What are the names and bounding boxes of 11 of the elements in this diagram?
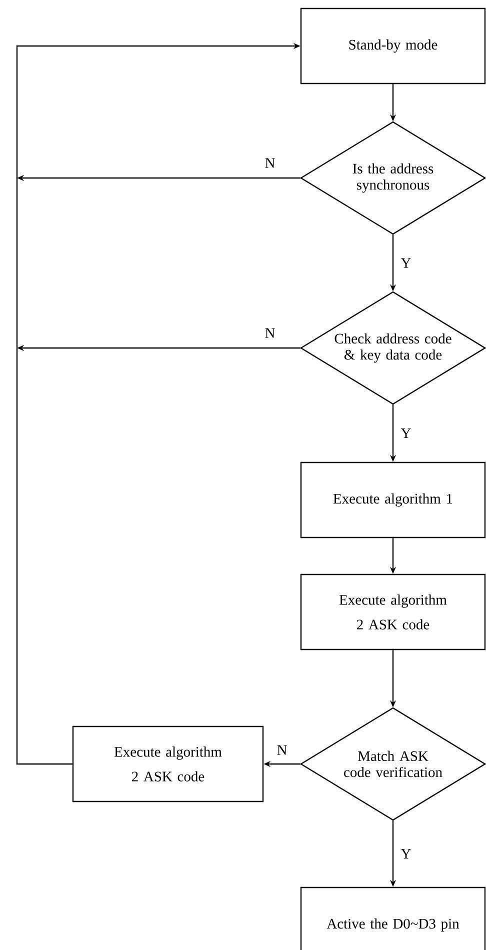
process-box: Active the D0~D3 pin [300,886,486,950]
process-box: Execute algorithm 2 ASK code [300,574,486,650]
edge-label: N [265,158,275,168]
edge-label: Y [400,848,411,858]
process-box: Execute algorithm 1 [300,462,486,538]
edge-label: N [277,745,287,755]
edge-label: Y [400,428,411,438]
edge-label: Y [400,258,411,268]
edge-label: N [265,328,275,338]
process-box: Stand-by mode [300,8,486,84]
process-box: Execute algorithm 2 ASK code [72,726,264,802]
